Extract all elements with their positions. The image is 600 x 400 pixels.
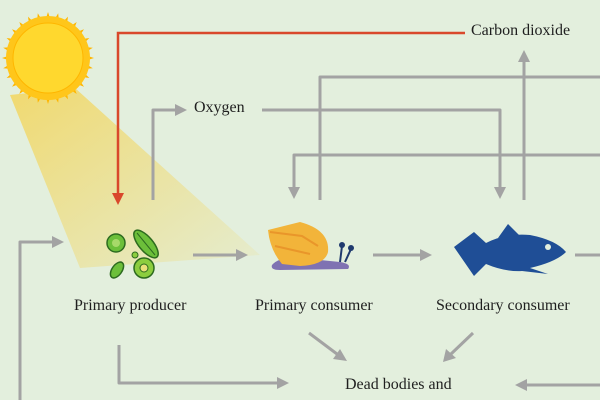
arrow-right-to-primary bbox=[292, 153, 600, 187]
arrow-head-co2 bbox=[518, 50, 530, 62]
arrow-head-secondary-1 bbox=[494, 187, 506, 199]
arrow-head-producer bbox=[52, 236, 64, 248]
arrow-producer-to-dead bbox=[117, 345, 277, 385]
sun-icon bbox=[2, 12, 94, 104]
arrow-primary-to-dead bbox=[308, 331, 338, 356]
dead-bodies-label: Dead bodies and bbox=[345, 376, 452, 393]
arrow-head-dead-4 bbox=[515, 379, 527, 391]
arrow-head-pc bbox=[236, 249, 248, 261]
arrow-left-loop bbox=[18, 240, 52, 400]
arrow-primary-up bbox=[318, 75, 600, 200]
arrow-head-dead-2 bbox=[333, 349, 347, 361]
arrow-producer-to-oxygen bbox=[151, 108, 175, 200]
carbon-dioxide-label: Carbon dioxide bbox=[471, 22, 571, 39]
primary-consumer-label: Primary consumer bbox=[255, 297, 373, 314]
arrow-secondary-to-dead bbox=[449, 331, 475, 356]
plankton-icon bbox=[106, 229, 159, 279]
snail-icon bbox=[268, 222, 354, 270]
arrow-co2-to-producer bbox=[116, 31, 465, 194]
sunlight-beam bbox=[10, 88, 260, 268]
secondary-consumer-label: Secondary consumer bbox=[436, 297, 570, 314]
fish-icon bbox=[454, 224, 566, 276]
arrow-oxygen-to-secondary bbox=[262, 108, 502, 187]
primary-producer-label: Primary producer bbox=[74, 297, 187, 314]
oxygen-label: Oxygen bbox=[194, 99, 245, 116]
arrow-head-dead-1 bbox=[277, 377, 289, 389]
arrow-head-dead-3 bbox=[443, 349, 456, 362]
arrow-head-sc bbox=[420, 249, 432, 261]
arrow-head-oxygen bbox=[175, 104, 187, 116]
arrow-head-primary bbox=[288, 187, 300, 199]
arrow-head-red bbox=[112, 193, 124, 205]
